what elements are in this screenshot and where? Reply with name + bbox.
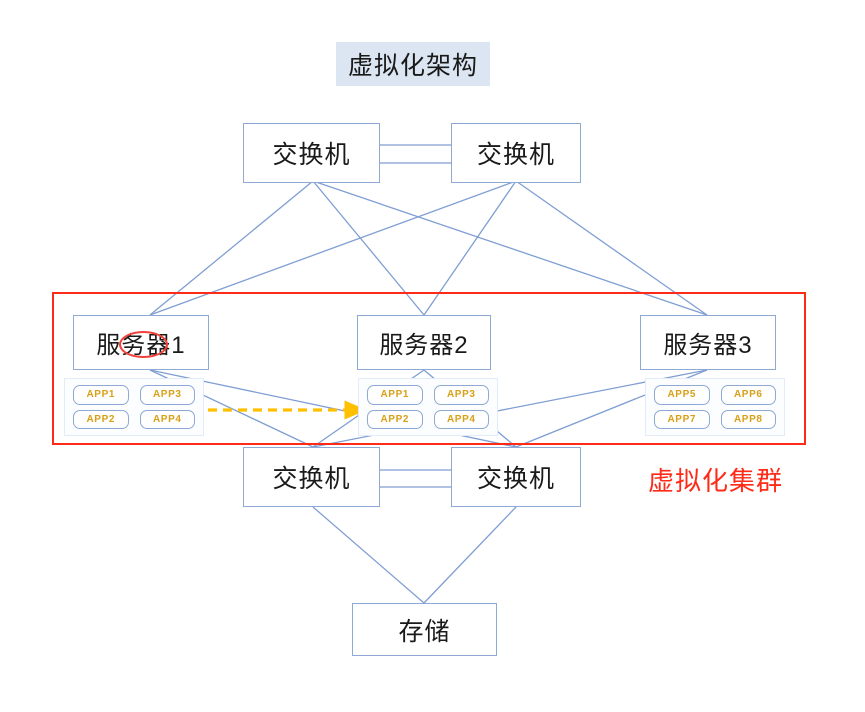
server-1-failure-mark-icon xyxy=(119,331,168,358)
node-switch-bottom-left[interactable]: 交换机 xyxy=(243,447,380,507)
app-chip[interactable]: APP3 xyxy=(139,385,195,405)
app-chip[interactable]: APP6 xyxy=(720,385,776,405)
app-chip[interactable]: APP2 xyxy=(367,409,423,429)
app-chip[interactable]: APP5 xyxy=(654,385,710,405)
link-bsw-left-storage xyxy=(312,506,425,604)
app-chip[interactable]: APP7 xyxy=(654,409,710,429)
app-chip[interactable]: APP1 xyxy=(367,385,423,405)
app-chip[interactable]: APP2 xyxy=(73,409,129,429)
node-switch-top-right[interactable]: 交换机 xyxy=(451,123,581,183)
switch-bottom-left-label: 交换机 xyxy=(272,465,351,493)
switch-top-right-label: 交换机 xyxy=(476,141,555,169)
cluster-label: 虚拟化集群 xyxy=(648,466,784,496)
server-3-label: 服务器3 xyxy=(663,332,753,359)
app-chip[interactable]: APP4 xyxy=(433,409,489,429)
app-pool-server-1: APP1 APP3 APP2 APP4 xyxy=(64,378,204,436)
app-pool-server-3: APP5 APP6 APP7 APP8 xyxy=(645,378,785,436)
app-chip[interactable]: APP1 xyxy=(73,385,129,405)
link-bsw-right-storage xyxy=(423,506,517,604)
node-switch-bottom-right[interactable]: 交换机 xyxy=(451,447,581,507)
node-server-2[interactable]: 服务器2 xyxy=(357,315,491,370)
app-pool-server-2: APP1 APP3 APP2 APP4 xyxy=(358,378,498,436)
switch-bottom-right-label: 交换机 xyxy=(476,465,555,493)
storage-label: 存储 xyxy=(398,617,451,646)
switch-top-left-label: 交换机 xyxy=(272,141,351,169)
node-switch-top-left[interactable]: 交换机 xyxy=(243,123,380,183)
app-chip[interactable]: APP8 xyxy=(720,409,776,429)
node-storage[interactable]: 存储 xyxy=(352,603,497,656)
app-chip[interactable]: APP3 xyxy=(433,385,489,405)
server-2-label: 服务器2 xyxy=(379,332,469,359)
node-server-3[interactable]: 服务器3 xyxy=(640,315,776,370)
diagram-title: 虚拟化架构 xyxy=(336,42,490,86)
app-chip[interactable]: APP4 xyxy=(139,409,195,429)
